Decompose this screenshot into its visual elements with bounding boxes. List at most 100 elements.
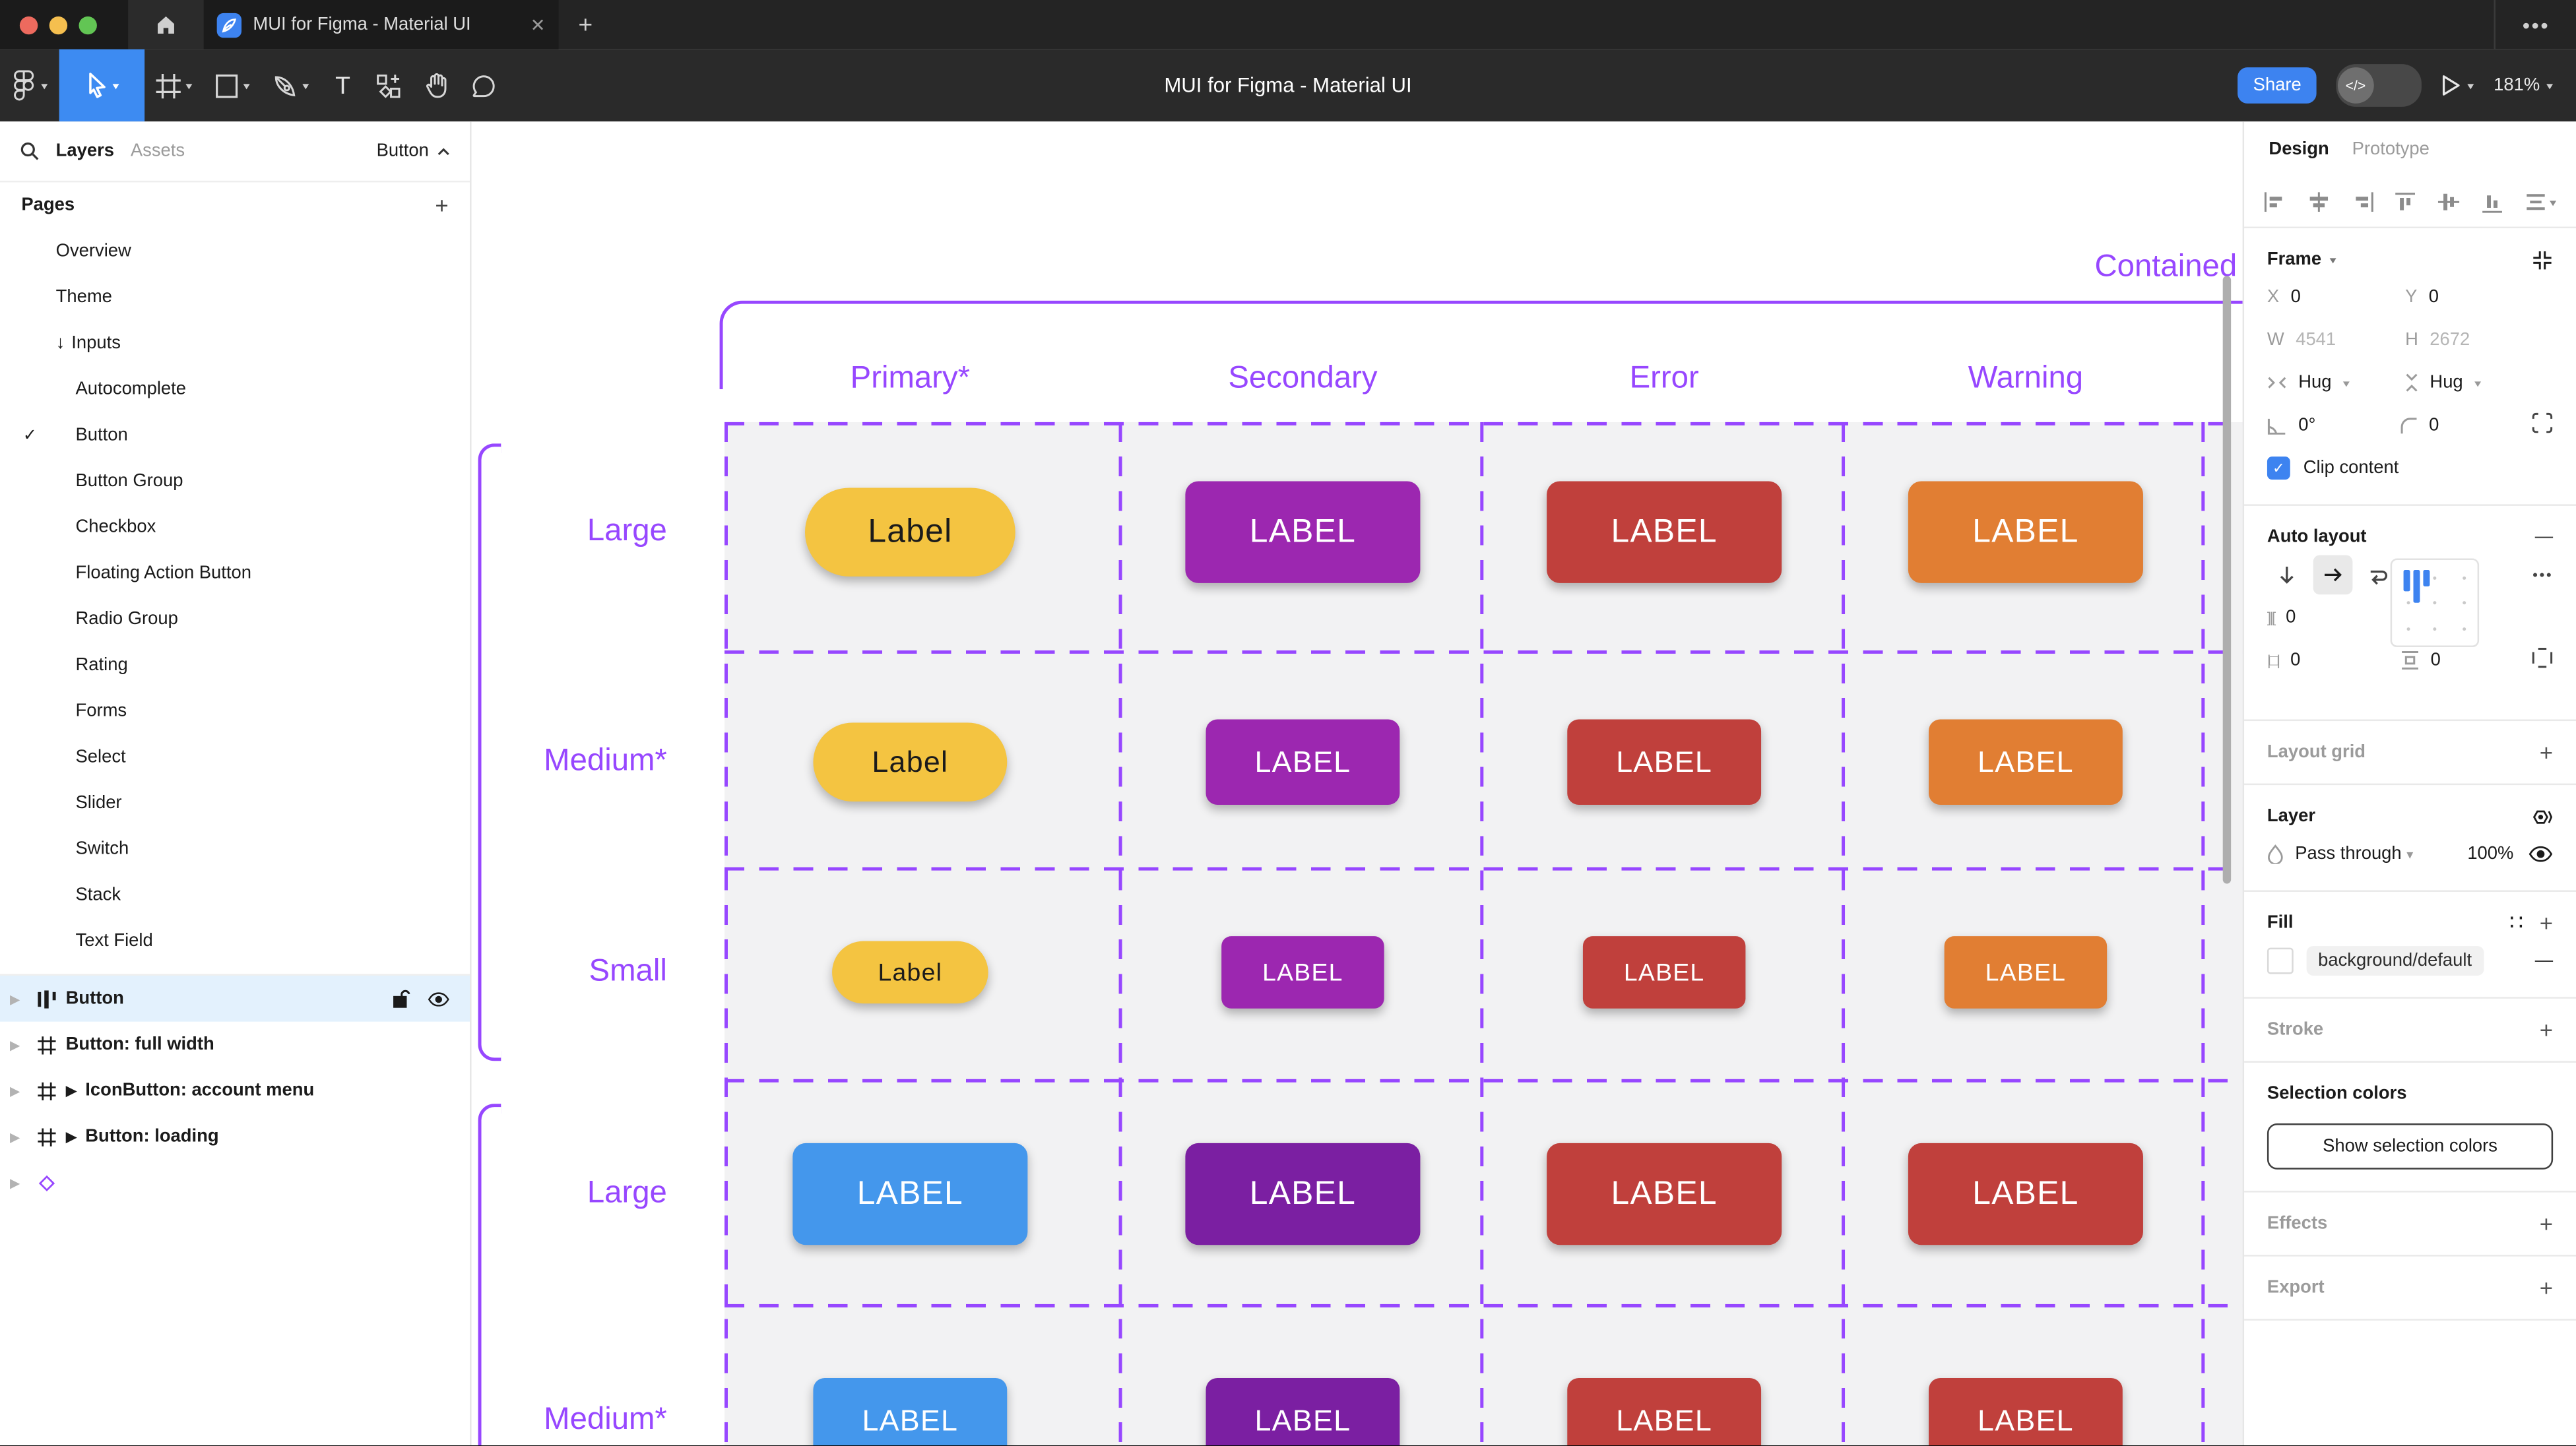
layer-row-button[interactable]: ▶Button xyxy=(0,975,470,1022)
search-icon[interactable] xyxy=(20,141,40,161)
align-bottom-icon[interactable] xyxy=(2482,191,2503,212)
pen-tool-button[interactable]: ▾ xyxy=(261,49,321,122)
home-tab[interactable] xyxy=(128,0,204,49)
add-fill-button[interactable]: + xyxy=(2539,910,2554,937)
button-variant[interactable]: LABEL xyxy=(813,1377,1008,1446)
layer-row-iconbutton-account-menu[interactable]: ▶▶IconButton: account menu xyxy=(0,1067,470,1114)
page-item-select[interactable]: Select xyxy=(0,734,470,780)
auto-layout-wrap-button[interactable] xyxy=(2359,555,2399,595)
button-variant[interactable]: LABEL xyxy=(792,1143,1028,1245)
blend-mode-select[interactable]: Pass through ▾ xyxy=(2295,844,2414,864)
row-label[interactable]: Large xyxy=(587,1176,667,1210)
expand-chevron-icon[interactable]: ▶ xyxy=(9,1129,20,1145)
styles-icon[interactable]: ∷ xyxy=(2509,910,2523,935)
vertical-resizing-select[interactable]: Hug▾ xyxy=(2405,373,2543,393)
unlock-icon[interactable] xyxy=(393,989,410,1009)
hand-tool-button[interactable] xyxy=(413,49,461,122)
auto-layout-more-button[interactable]: ••• xyxy=(2532,566,2554,583)
add-stroke-button[interactable]: + xyxy=(2539,1017,2554,1044)
close-tab-icon[interactable]: ✕ xyxy=(530,15,546,36)
page-selector[interactable]: Button xyxy=(377,141,451,161)
button-variant[interactable]: LABEL xyxy=(1206,719,1400,805)
fill-color-swatch[interactable] xyxy=(2267,947,2294,974)
remove-auto-layout-button[interactable]: — xyxy=(2534,527,2554,548)
auto-layout-horizontal-button[interactable] xyxy=(2313,555,2353,595)
text-tool-button[interactable]: T xyxy=(335,71,350,100)
present-button[interactable]: ▾ xyxy=(2441,74,2474,97)
align-top-icon[interactable] xyxy=(2396,191,2416,212)
show-selection-colors-button[interactable]: Show selection colors xyxy=(2267,1123,2554,1170)
layer-row--menu-[interactable]: ▶ xyxy=(0,1160,470,1206)
row-label[interactable]: Small xyxy=(589,954,667,989)
button-variant[interactable]: LABEL xyxy=(1206,1377,1400,1446)
horizontal-padding-input[interactable]: |□| 0 xyxy=(2267,650,2301,670)
y-input[interactable]: 0 xyxy=(2428,287,2439,307)
vertical-padding-input[interactable]: 0 xyxy=(2399,650,2531,670)
tab-layers[interactable]: Layers xyxy=(55,141,115,162)
blend-mode-icon[interactable] xyxy=(2530,805,2553,827)
corner-radius-input[interactable]: 0 xyxy=(2399,416,2531,435)
zoom-menu[interactable]: 181% ▾ xyxy=(2494,76,2553,96)
shape-tool-button[interactable]: ▾ xyxy=(204,49,261,122)
page-item-rating[interactable]: Rating xyxy=(0,643,470,689)
collapse-icon[interactable] xyxy=(2532,249,2553,270)
page-item-button-group[interactable]: Button Group xyxy=(0,458,470,505)
add-export-button[interactable]: + xyxy=(2539,1274,2554,1301)
button-variant[interactable]: Label xyxy=(813,722,1008,802)
minimize-window-button[interactable] xyxy=(49,15,68,34)
button-variant[interactable]: Label xyxy=(832,941,988,1004)
auto-layout-vertical-button[interactable] xyxy=(2267,555,2307,595)
clip-content-row[interactable]: ✓ Clip content xyxy=(2267,447,2553,489)
page-item-button[interactable]: ✓Button xyxy=(0,412,470,458)
align-horizontal-center-icon[interactable] xyxy=(2308,192,2329,212)
column-header-primary[interactable]: Primary* xyxy=(850,361,971,396)
document-tab[interactable]: MUI for Figma - Material UI ✕ xyxy=(203,0,559,49)
window-overflow-menu[interactable]: ••• xyxy=(2494,0,2576,49)
align-right-icon[interactable] xyxy=(2352,192,2373,212)
share-button[interactable]: Share xyxy=(2238,67,2317,104)
add-effect-button[interactable]: + xyxy=(2539,1210,2554,1237)
layer-row-button-full-width[interactable]: ▶Button: full width xyxy=(0,1022,470,1068)
page-item-radio-group[interactable]: Radio Group xyxy=(0,596,470,643)
distribute-menu[interactable]: ▾ xyxy=(2525,194,2556,210)
move-tool-button[interactable]: ▾ xyxy=(59,49,145,122)
button-variant[interactable]: LABEL xyxy=(1221,936,1384,1009)
opacity-input[interactable]: 100% xyxy=(2467,844,2514,864)
width-input[interactable]: 4541 xyxy=(2296,330,2336,350)
horizontal-resizing-select[interactable]: Hug▾ xyxy=(2267,373,2405,393)
x-input[interactable]: 0 xyxy=(2290,287,2301,307)
actions-tool-button[interactable] xyxy=(365,49,412,122)
button-variant[interactable]: LABEL xyxy=(1547,481,1782,583)
button-variant[interactable]: LABEL xyxy=(1908,481,2143,583)
independent-corners-icon[interactable] xyxy=(2532,412,2553,433)
tab-assets[interactable]: Assets xyxy=(130,141,185,162)
column-header-secondary[interactable]: Secondary xyxy=(1228,361,1378,396)
fill-token-chip[interactable]: background/default xyxy=(2306,946,2484,976)
frame-title[interactable]: Contained xyxy=(2094,249,2238,284)
height-input[interactable]: 2672 xyxy=(2430,330,2470,350)
expand-chevron-icon[interactable]: ▶ xyxy=(9,991,20,1007)
page-item-floating-action-button[interactable]: Floating Action Button xyxy=(0,550,470,596)
gap-input[interactable]: ]|[ 0 xyxy=(2267,608,2296,628)
page-item-stack[interactable]: Stack xyxy=(0,872,470,918)
page-item-forms[interactable]: Forms xyxy=(0,688,470,734)
row-label[interactable]: Medium* xyxy=(544,1402,667,1437)
button-variant[interactable]: LABEL xyxy=(1185,1143,1421,1245)
button-variant[interactable]: LABEL xyxy=(1547,1143,1782,1245)
column-header-error[interactable]: Error xyxy=(1629,361,1699,396)
individual-padding-icon[interactable] xyxy=(2532,647,2553,668)
button-variant[interactable]: LABEL xyxy=(1567,719,1762,805)
page-item-autocomplete[interactable]: Autocomplete xyxy=(0,366,470,412)
new-tab-button[interactable]: + xyxy=(578,11,593,39)
tab-prototype[interactable]: Prototype xyxy=(2352,139,2430,160)
page-item-switch[interactable]: Switch xyxy=(0,826,470,872)
clip-content-checkbox[interactable]: ✓ xyxy=(2267,456,2290,480)
page-item-theme[interactable]: Theme xyxy=(0,274,470,321)
page-item-inputs[interactable]: ↓Inputs xyxy=(0,321,470,367)
align-vertical-center-icon[interactable] xyxy=(2438,192,2461,212)
remove-fill-button[interactable]: — xyxy=(2534,951,2554,971)
add-layout-grid-button[interactable]: + xyxy=(2539,739,2554,766)
row-label[interactable]: Medium* xyxy=(544,743,667,779)
zoom-window-button[interactable] xyxy=(79,15,97,34)
row-label[interactable]: Large xyxy=(587,514,667,549)
